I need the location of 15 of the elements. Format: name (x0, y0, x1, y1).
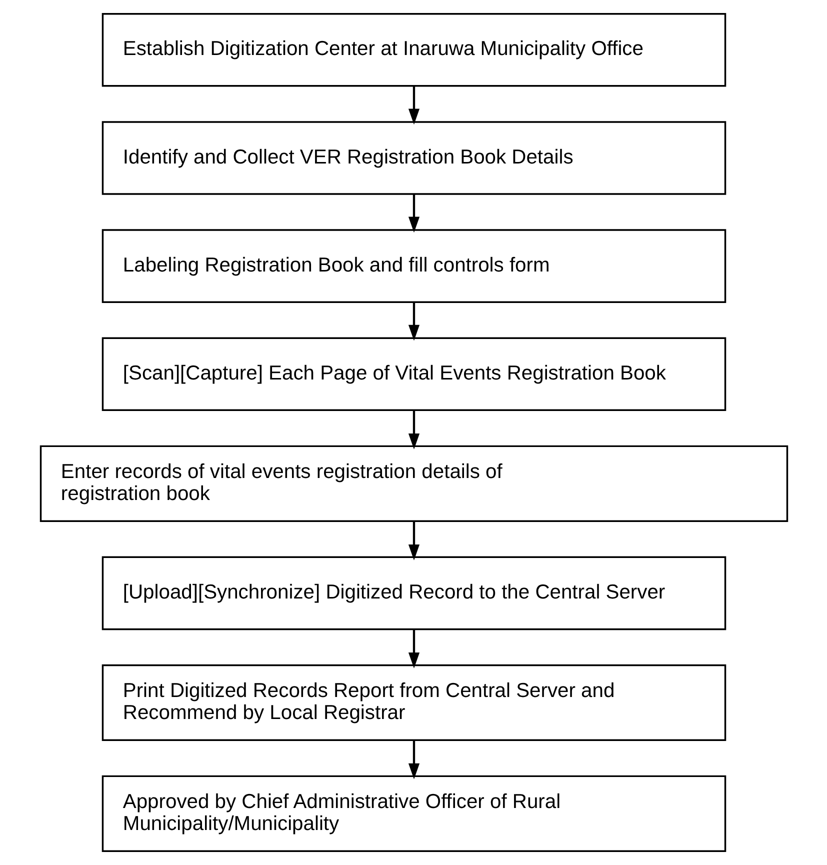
arrow (408, 302, 420, 341)
node-box: Enter records of vital events registration details of registration book (39, 445, 788, 522)
arrow (408, 630, 420, 668)
arrow (408, 521, 420, 560)
node-box: Establish Digitization Center at Inaruwa Municipality Office (101, 13, 726, 87)
arrow (408, 410, 420, 450)
node-box: Labeling Registration Book and fill controls form (101, 229, 726, 303)
node-box: Approved by Chief Administrative Officer of Rural Municipality/Municipality (101, 775, 726, 852)
arrow (408, 740, 420, 780)
node-box: [Scan][Capture] Each Page of Vital Events Registration Book (101, 337, 726, 412)
node-box: Print Digitized Records Report from Central Server and Recommend by Local Registrar (101, 664, 726, 742)
arrow (408, 194, 420, 233)
node-box: [Upload][Synchronize] Digitized Record to the Central Server (101, 556, 726, 630)
arrow (408, 86, 420, 125)
node-box: Identify and Collect VER Registration Book Details (101, 121, 726, 195)
